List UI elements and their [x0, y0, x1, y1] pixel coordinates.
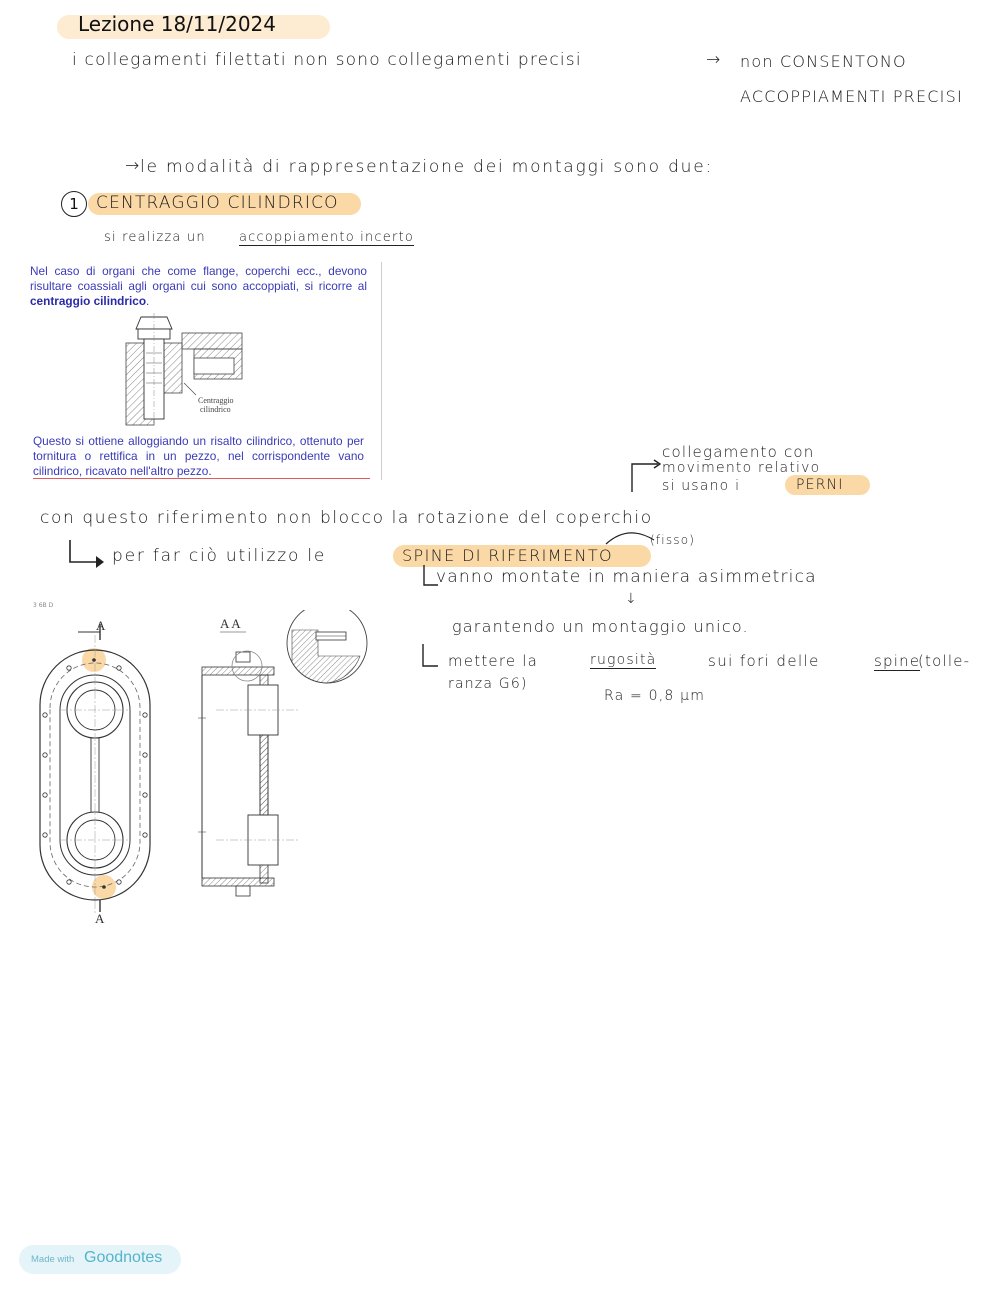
mettere-note: mettere la [448, 652, 539, 670]
tolle-note: (tolle- [918, 652, 971, 670]
down-arrow: ↓ [625, 591, 638, 607]
excerpt-paragraph-1-end: . [146, 294, 150, 308]
figure-label-2: cilindrico [200, 405, 231, 414]
per-far-prefix: per far ciò utilizzo le [112, 546, 327, 566]
note-line-1-right: non CONSENTONO [740, 52, 907, 71]
goodnotes-badge: Made with Goodnotes [19, 1245, 181, 1274]
pins-bracket-arrow [631, 459, 662, 492]
spine-highlight [393, 545, 651, 567]
excerpt-paragraph-1-text: Nel caso di organi che come flange, cope… [30, 264, 367, 293]
item1-number-text: 1 [69, 195, 79, 213]
excerpt-underline [33, 478, 370, 479]
section-a-top: A [96, 618, 106, 633]
per-far-highlight: SPINE DI RIFERIMENTO [402, 546, 614, 565]
pins-note-3-prefix: si usano i [662, 478, 741, 494]
pins-highlight [785, 475, 870, 495]
goodnotes-logo: Goodnotes [84, 1249, 163, 1266]
pins-note-3-highlight: PERNI [796, 477, 844, 493]
excerpt-paragraph-1-bold: centraggio cilindrico [30, 294, 147, 308]
reference-line: con questo riferimento non blocco la rot… [40, 508, 653, 528]
textbook-excerpt: Nel caso di organi che come flange, cope… [24, 258, 384, 482]
vanno-note: vanno montate in maniera asimmetrica [436, 567, 817, 587]
ra-value: Ra = 0,8 μm [604, 688, 706, 704]
mettere-bracket [422, 644, 438, 667]
per-far-arrow [69, 540, 104, 568]
sui-fori-note: sui fori delle [708, 652, 820, 670]
excerpt-divider [381, 262, 382, 480]
pins-note-1: collegamento con [662, 443, 815, 461]
fisso-arc [605, 532, 655, 545]
garantendo-note: garantendo un montaggio unico. [452, 617, 749, 636]
figure-label-1: Centraggio [198, 396, 234, 405]
ranza-note: ranza G6) [448, 676, 528, 692]
drawing-tag: 3 6B D [33, 602, 54, 609]
page-title: Lezione 18/11/2024 [78, 12, 276, 36]
section-title: A A [220, 616, 241, 631]
excerpt-paragraph-2: Questo si ottiene alloggiando un risalto… [33, 434, 364, 478]
pins-note-2: movimento relativo [662, 460, 821, 476]
excerpt-paragraph-1: Nel caso di organi che come flange, cope… [30, 264, 367, 309]
vanno-bracket [423, 565, 438, 586]
item1-sub-prefix: si realizza un [104, 230, 206, 245]
fisso-note: (fisso) [650, 533, 696, 547]
item1-title: CENTRAGGIO CILINDRICO [96, 193, 339, 213]
spine-underlined: spine [874, 652, 921, 671]
item1-sub-underlined: accoppiamento incerto [239, 230, 414, 246]
rugosita-note: rugosità [590, 652, 657, 669]
flange-drawing: A A A A [39, 610, 368, 926]
note-line-2: le modalità di rappresentazione dei mont… [140, 157, 714, 177]
made-with-label: Made with [31, 1254, 75, 1265]
note-line-1-right2: ACCOPPIAMENTI PRECISI [740, 87, 963, 106]
item1-number: 1 [61, 191, 87, 217]
item1-highlight [88, 193, 361, 215]
note-arrow-2: → [125, 156, 141, 176]
title-highlight [57, 15, 330, 39]
note-line-1: i collegamenti filettati non sono colleg… [72, 50, 582, 70]
note-arrow-1: → [706, 50, 722, 70]
section-a-bottom: A [95, 911, 105, 926]
centering-figure: Centraggio cilindrico [125, 313, 243, 426]
